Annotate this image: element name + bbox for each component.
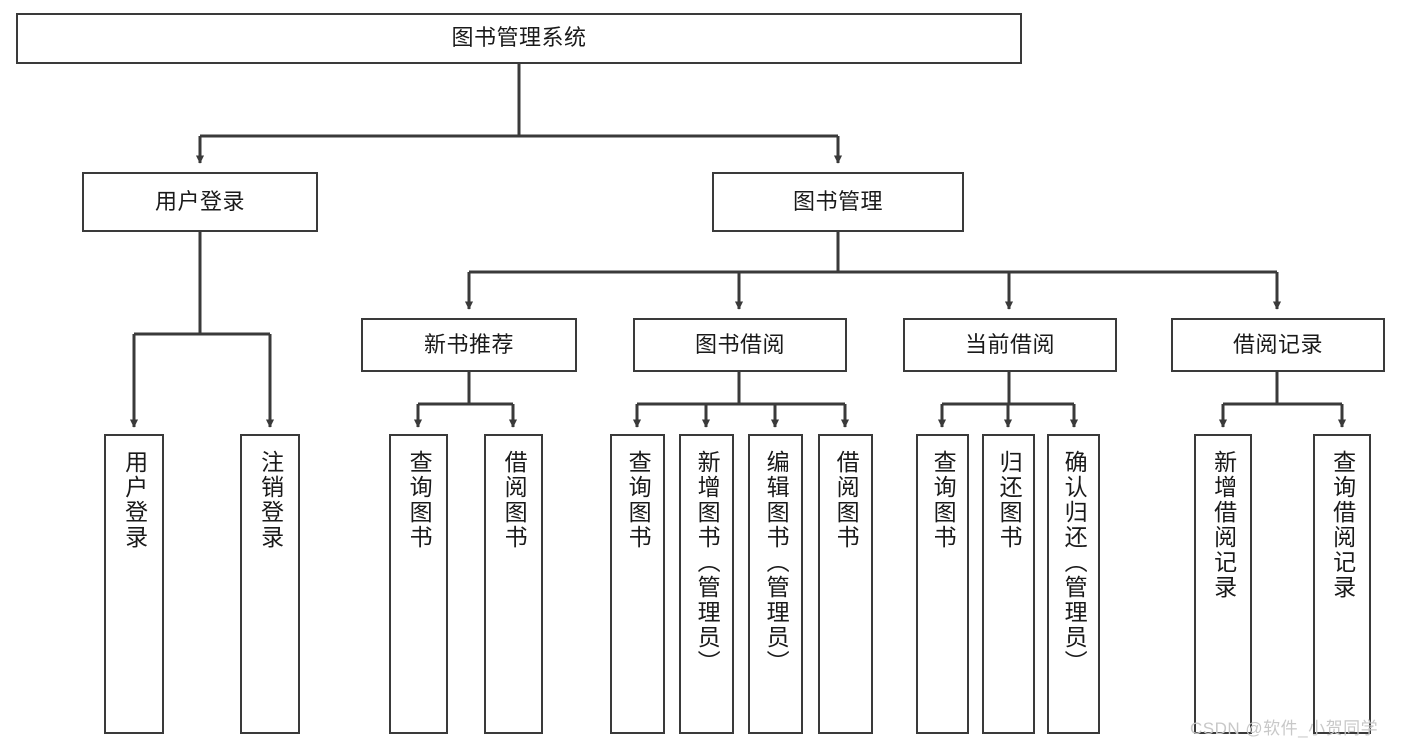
leaf-current-return-book[interactable]: 归还图书 [982, 434, 1035, 734]
node-user-login[interactable]: 用户登录 [82, 172, 318, 232]
leaf-borrow-query-book[interactable]: 查询图书 [610, 434, 665, 734]
leaf-recommend-borrow-book[interactable]: 借阅图书 [484, 434, 543, 734]
node-root-system[interactable]: 图书管理系统 [16, 13, 1022, 64]
node-new-book-recommend[interactable]: 新书推荐 [361, 318, 577, 372]
leaf-user-login-login[interactable]: 用户登录 [104, 434, 164, 734]
leaf-label: 查询图书 [625, 450, 652, 550]
node-current-borrow[interactable]: 当前借阅 [903, 318, 1117, 372]
node-book-management[interactable]: 图书管理 [712, 172, 964, 232]
leaf-borrow-add-book-admin[interactable]: 新增图书（管理员） [679, 434, 734, 734]
leaf-label: 用户登录 [121, 450, 148, 550]
leaf-label: 注销登录 [257, 450, 284, 550]
leaf-recommend-query-book[interactable]: 查询图书 [389, 434, 448, 734]
node-label: 新书推荐 [423, 331, 514, 357]
leaf-label: 查询借阅记录 [1329, 450, 1356, 600]
leaf-label: 归还图书 [996, 450, 1023, 550]
leaf-label: 查询图书 [930, 450, 957, 550]
leaf-record-add-record[interactable]: 新增借阅记录 [1194, 434, 1252, 734]
leaf-current-query-book[interactable]: 查询图书 [916, 434, 969, 734]
node-label: 图书借阅 [694, 331, 785, 357]
node-label: 借阅记录 [1232, 331, 1323, 357]
node-label: 用户登录 [154, 188, 245, 214]
leaf-label: 借阅图书 [501, 450, 528, 550]
leaf-record-query-record[interactable]: 查询借阅记录 [1313, 434, 1371, 734]
leaf-label: 新增图书（管理员） [694, 450, 721, 675]
leaf-label: 确认归还（管理员） [1061, 450, 1088, 675]
leaf-label: 借阅图书 [833, 450, 860, 550]
leaf-current-confirm-return-admin[interactable]: 确认归还（管理员） [1047, 434, 1100, 734]
leaf-borrow-borrow-book[interactable]: 借阅图书 [818, 434, 873, 734]
node-label: 当前借阅 [964, 331, 1055, 357]
node-borrow-record[interactable]: 借阅记录 [1171, 318, 1385, 372]
leaf-label: 新增借阅记录 [1210, 450, 1237, 600]
leaf-label: 编辑图书（管理员） [763, 450, 790, 675]
node-book-borrow[interactable]: 图书借阅 [633, 318, 847, 372]
node-label: 图书管理 [792, 188, 883, 214]
node-label: 图书管理系统 [451, 25, 587, 51]
leaf-label: 查询图书 [406, 450, 433, 550]
leaf-borrow-edit-book-admin[interactable]: 编辑图书（管理员） [748, 434, 803, 734]
watermark-text: CSDN @软件_小贺同学 [1190, 719, 1379, 738]
leaf-user-login-logout[interactable]: 注销登录 [240, 434, 300, 734]
